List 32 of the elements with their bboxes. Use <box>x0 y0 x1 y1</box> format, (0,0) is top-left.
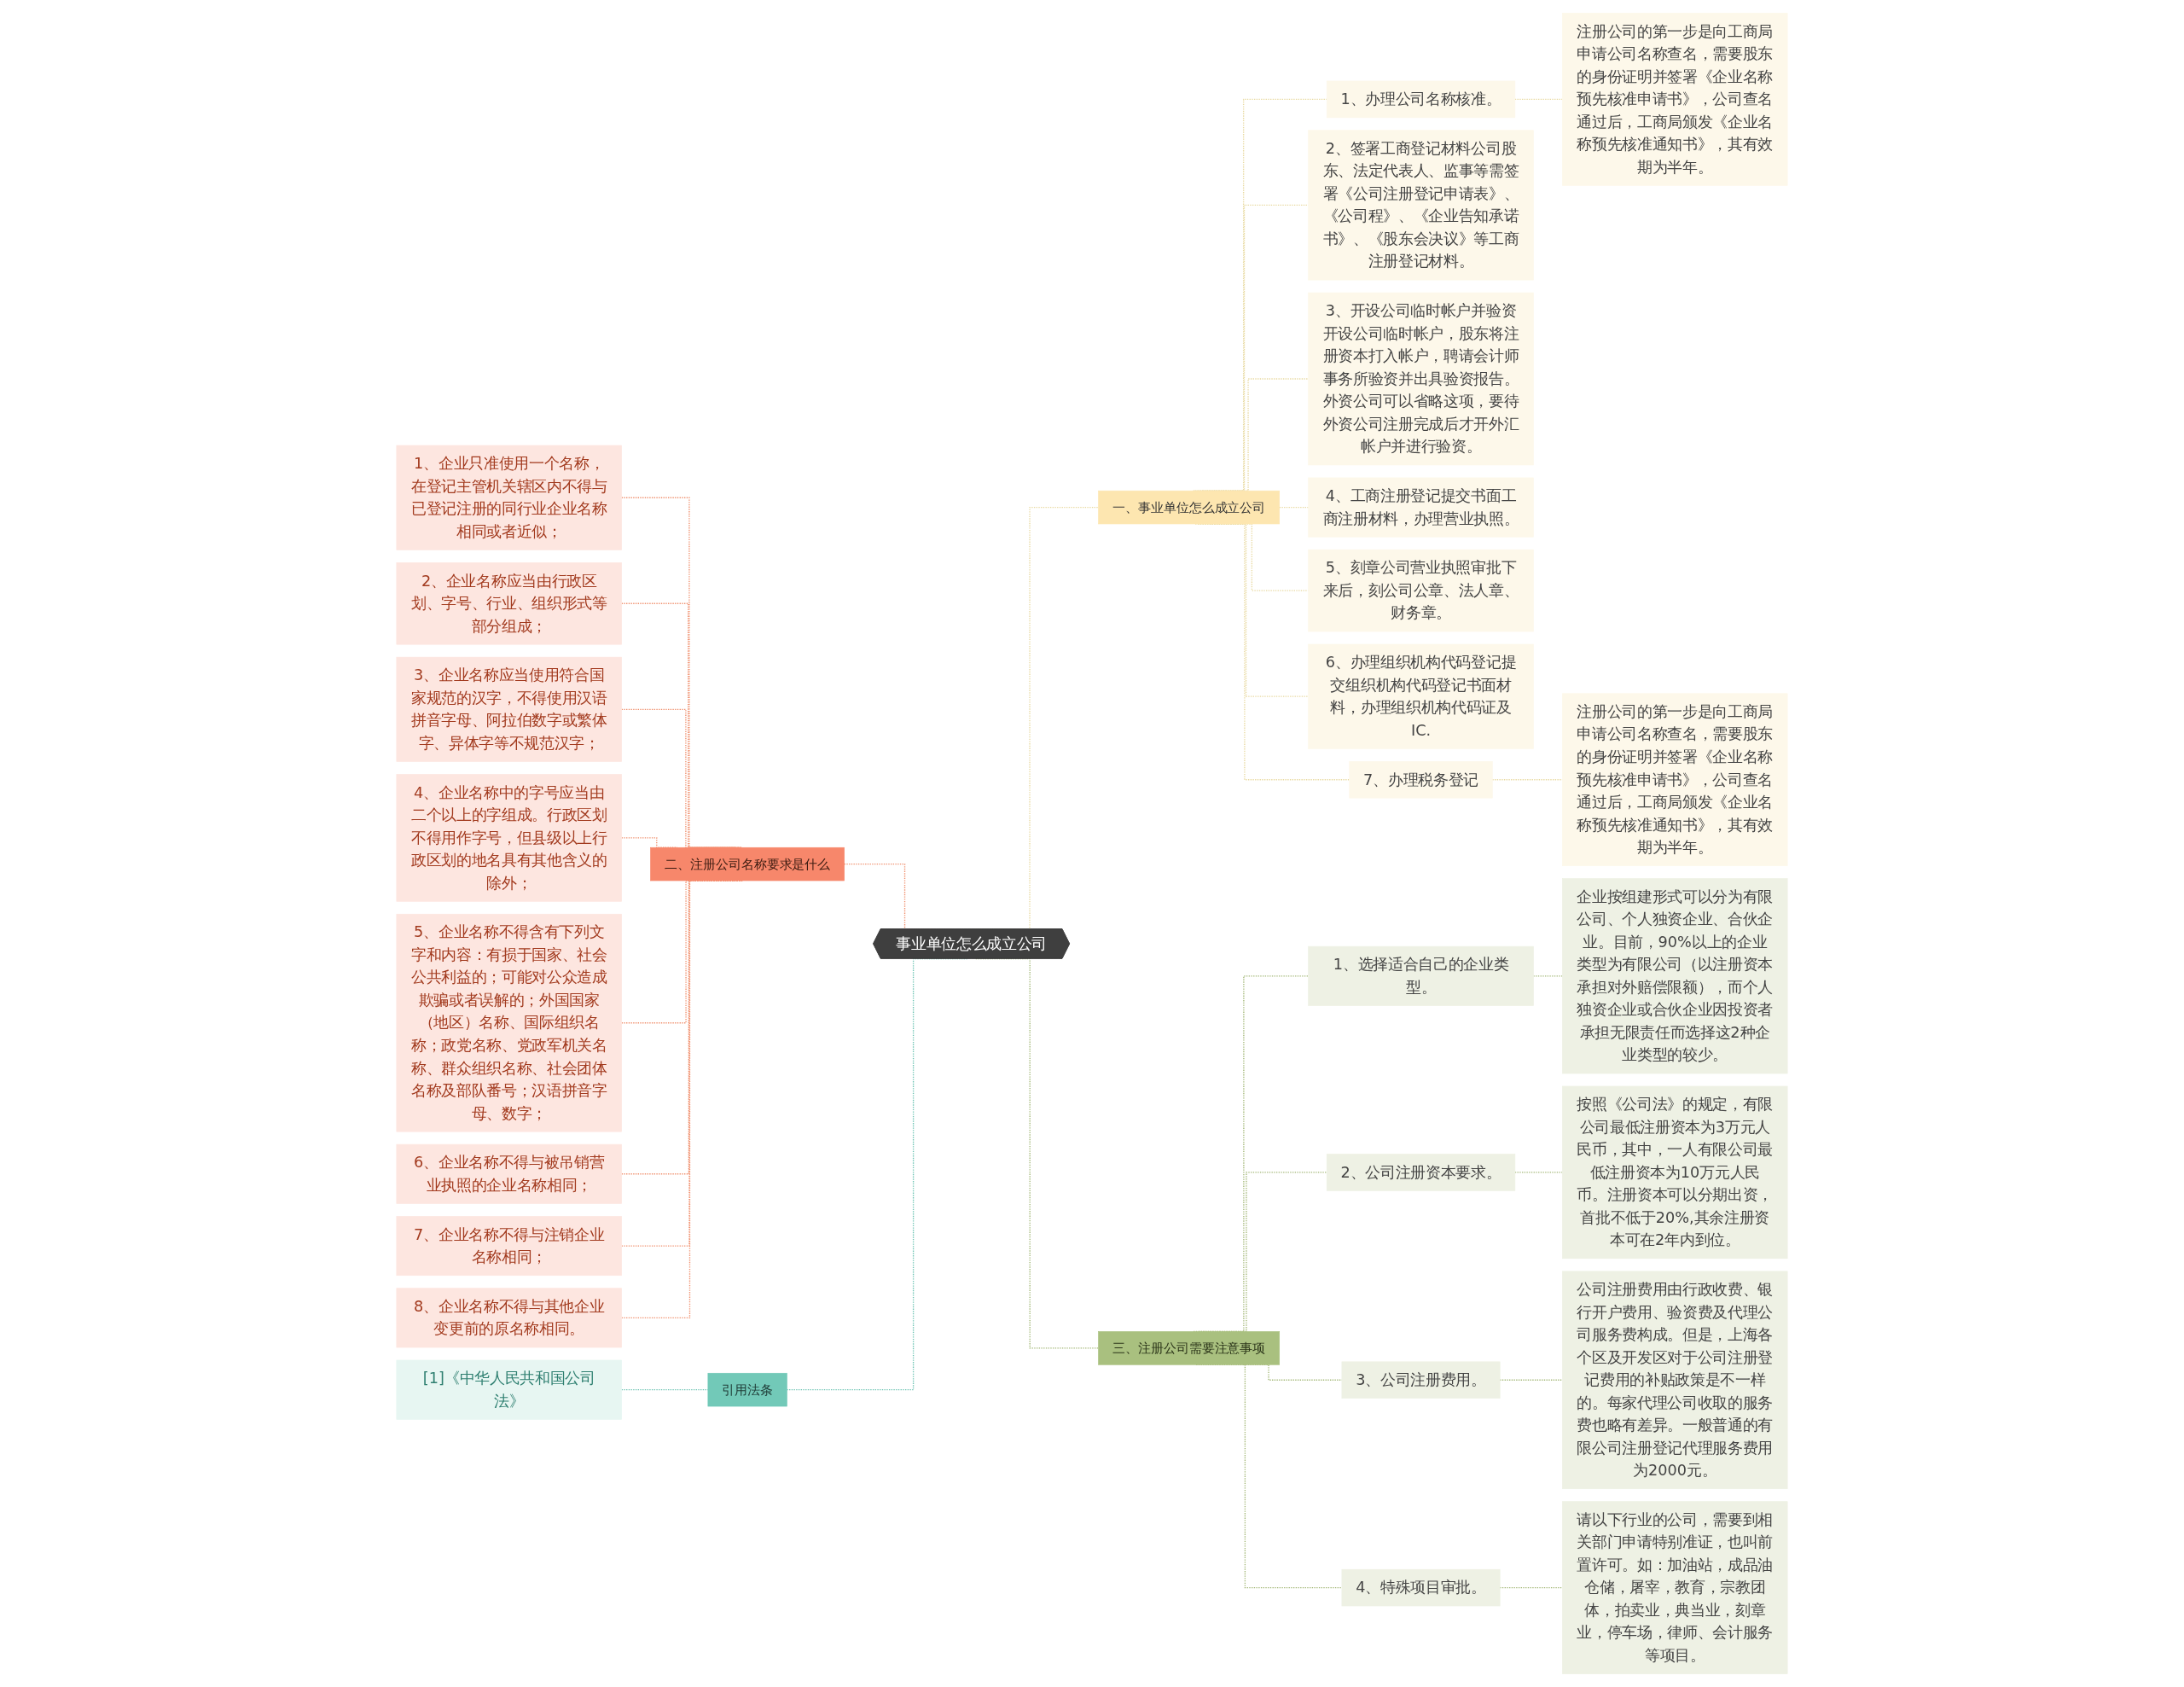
node-box <box>1308 130 1534 281</box>
node-box <box>1308 292 1534 466</box>
node-box <box>1562 1085 1788 1259</box>
node-box <box>396 1359 622 1420</box>
node-box <box>1562 1501 1788 1674</box>
node-box <box>1308 643 1534 749</box>
node-box <box>1341 1568 1501 1607</box>
node-box <box>1562 1271 1788 1490</box>
node-box <box>707 1372 787 1407</box>
node-box <box>396 445 622 550</box>
connector <box>1499 1586 1564 1589</box>
node-box <box>1562 878 1788 1074</box>
node-box <box>650 846 845 881</box>
node-box <box>1308 477 1534 538</box>
node-box <box>396 913 622 1132</box>
node-box <box>1308 549 1534 632</box>
connector <box>1499 1379 1564 1381</box>
node-box <box>396 1216 622 1277</box>
node-box <box>396 774 622 902</box>
node-box <box>1349 761 1493 799</box>
node-box <box>396 1288 622 1348</box>
node-box <box>1098 1331 1280 1365</box>
node-box <box>1326 1154 1516 1191</box>
node-box <box>1098 490 1280 525</box>
node-box <box>396 656 622 762</box>
node-box <box>396 562 622 645</box>
node-box <box>396 1143 622 1204</box>
node-box <box>1308 945 1534 1006</box>
node-box <box>1562 13 1788 186</box>
node-box <box>1326 80 1516 119</box>
node-box <box>1562 693 1788 866</box>
node-box <box>1341 1361 1501 1399</box>
